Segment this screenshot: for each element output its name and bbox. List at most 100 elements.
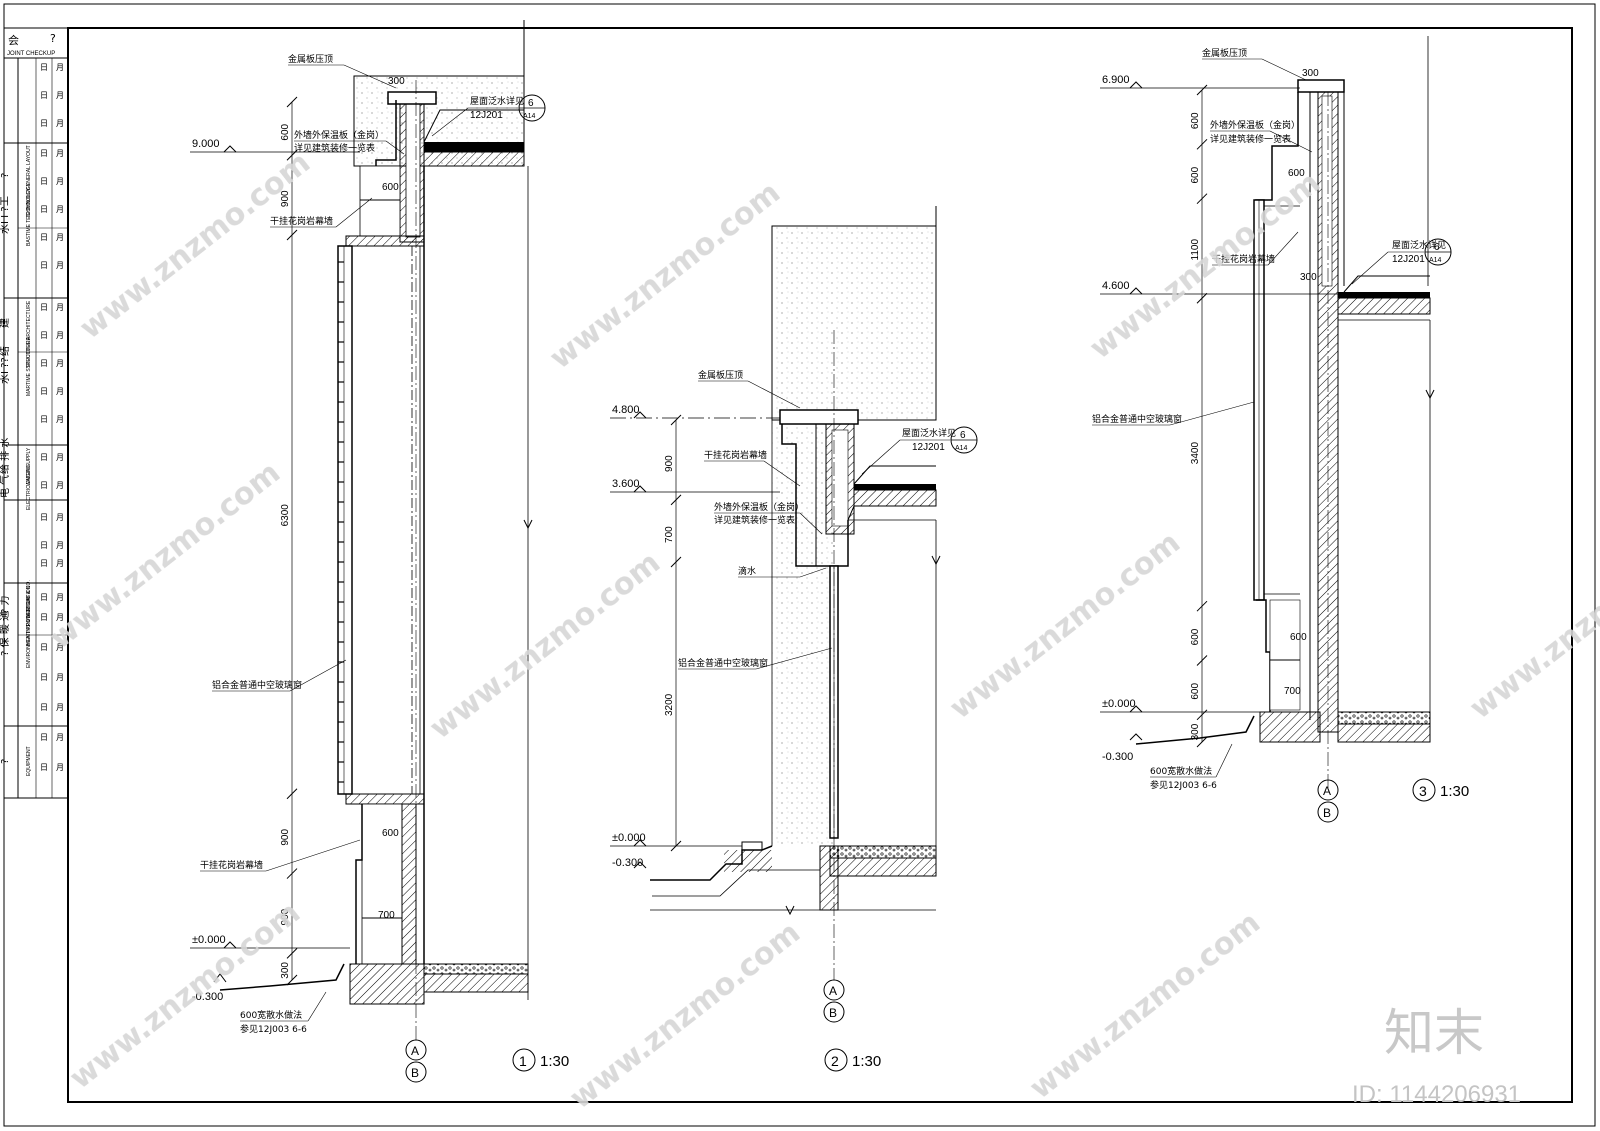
svg-text:3: 3 [1419,783,1427,799]
detail-3-label-apron: 600宽散水做法 [1150,765,1212,777]
detail-1-label-stone-top: 干挂花岗岩幕墙 [270,215,333,227]
dimension-label: 1100 [1190,239,1201,261]
dimension-label: 600 [280,123,291,140]
detail-1-callout-sheet: A14 [523,113,536,120]
detail-2-callout-num: 6 [960,430,966,441]
title-block-day: 日 [40,387,48,396]
title-block-day: 日 [40,149,48,158]
title-block-month: 月 [56,673,64,682]
detail-1-elevation-minus0300: -0.300 [192,973,227,1003]
detail-3-axis-a-bubble [1317,779,1339,801]
title-block-day: 日 [40,453,48,462]
detail-3-inner-600-top: 600 [1288,168,1305,179]
watermark-text: www.znzmo.com [1463,525,1600,726]
detail-3-label-metal-cap: 金属板压顶 [1202,47,1247,59]
dimension-label: 900 [280,829,291,846]
title-block-month: 月 [56,387,64,396]
detail-1-inner-600-bottom: 600 [382,828,399,839]
title-block-day: 日 [40,643,48,652]
detail-3-label-ref: 12J201 [1392,254,1425,265]
dimension-tick [1196,709,1208,721]
title-block-day: 日 [40,415,48,424]
dimension-label: 300 [280,962,291,979]
title-block-day: 日 [40,205,48,214]
detail-3-scale: 1:30 [1440,783,1469,800]
detail-3-label-window: 铝合金普通中空玻璃窗 [1092,413,1182,425]
dimension-tick [1196,292,1208,304]
dimension-label: 900 [280,908,291,925]
detail-3-label-stone: 干挂花岗岩幕墙 [1212,253,1275,265]
dimension-label: 300 [1190,723,1201,740]
dimension-tick [286,868,298,879]
watermark-text: www.znzmo.com [423,545,667,746]
title-block-month: 月 [56,559,64,568]
detail-3-inner-300: 300 [1300,272,1317,283]
watermark-text: www.znzmo.com [73,145,317,346]
title-block-day: 日 [40,673,48,682]
title-block-month: 月 [56,177,64,186]
title-block-day: 日 [40,233,48,242]
svg-text:2: 2 [831,1053,839,1069]
detail-3-elevation-0000: ±0.000 [1100,698,1260,713]
svg-text:4.600: 4.600 [1102,280,1130,292]
detail-3-label-apron-ref: 参见12J003 6-6 [1150,779,1217,791]
title-block-month: 月 [56,763,64,772]
title-block-day: 日 [40,119,48,128]
svg-text:B: B [829,1006,837,1020]
title-block-day: 日 [40,63,48,72]
detail-3-inner-600-bottom: 600 [1290,632,1307,643]
title-block-month: 月 [56,703,64,712]
svg-text:4.800: 4.800 [612,404,640,416]
detail-2-axis-a-bubble [823,979,845,1001]
title-block-discipline-en: TECHNOLOGY [26,182,32,218]
dimension-tick [286,974,298,986]
detail-2-elevation-3600: 3.600 [610,478,780,493]
title-block-day: 日 [40,91,48,100]
detail-3-callout-sheet: A14 [1429,257,1442,264]
watermark-text: www.znzmo.com [543,175,787,376]
title-block-month: 月 [56,613,64,622]
title-block-day: 日 [40,331,48,340]
dimension-label: 6300 [280,504,291,527]
detail-1-axis-a-bubble [405,1039,427,1061]
detail-1-label-apron: 600宽散水做法 [240,1009,302,1021]
detail-1-label-stone-bottom: 干挂花岗岩幕墙 [200,859,263,871]
detail-2-label-metal-cap: 金属板压顶 [698,369,743,381]
title-block-day: 日 [40,763,48,772]
detail-1-label-flashing: 屋面泛水详见 [470,95,524,107]
detail-2-label-insulation: 外墙外保温板（金岗） [714,501,804,513]
dimension-label: 900 [664,455,675,472]
title-block-discipline-en: EQUIPMENT [26,746,32,776]
detail-1-elevation-9000: 9.000 [190,138,360,153]
dimension-tick [1196,736,1208,748]
title-block-day: 日 [40,261,48,270]
title-block-discipline: ? [0,173,11,178]
title-block-discipline-en: ARCHITECTURE [26,300,32,340]
detail-2-elevation-0000: ±0.000 [610,832,742,847]
detail-3-callout-num: 6 [1434,242,1440,253]
detail-3-label-flashing: 屋面泛水详见 [1392,239,1446,251]
dimension-tick [1196,655,1208,666]
svg-text:±0.000: ±0.000 [1102,698,1136,710]
title-block-day: 日 [40,613,48,622]
detail-3-axis-b-bubble [1317,801,1339,823]
dimension-tick [286,229,298,241]
dimension-label: 600 [1190,166,1201,183]
title-block-month: 月 [56,481,64,490]
title-block-discipline: 建 [0,318,11,328]
title-block-day: 日 [40,513,48,522]
svg-text:A: A [411,1044,419,1058]
title-block-discipline: 水I ?? [0,357,11,384]
detail-2-label-window: 铝合金普通中空玻璃窗 [678,657,768,669]
dimension-tick [286,788,298,800]
title-block-header-q: ? [50,32,56,45]
detail-1-label-metal-cap: 金属板压顶 [288,53,333,65]
dimension-tick [1196,193,1208,205]
title-block-month: 月 [56,359,64,368]
dimension-label: 600 [1190,628,1201,645]
detail-1-label-apron-ref: 参见12J003 6-6 [240,1023,307,1035]
detail-1-axis-b-bubble [405,1061,427,1083]
watermark-text: www.znzmo.com [563,915,807,1116]
watermark-text: www.znzmo.com [43,455,287,656]
